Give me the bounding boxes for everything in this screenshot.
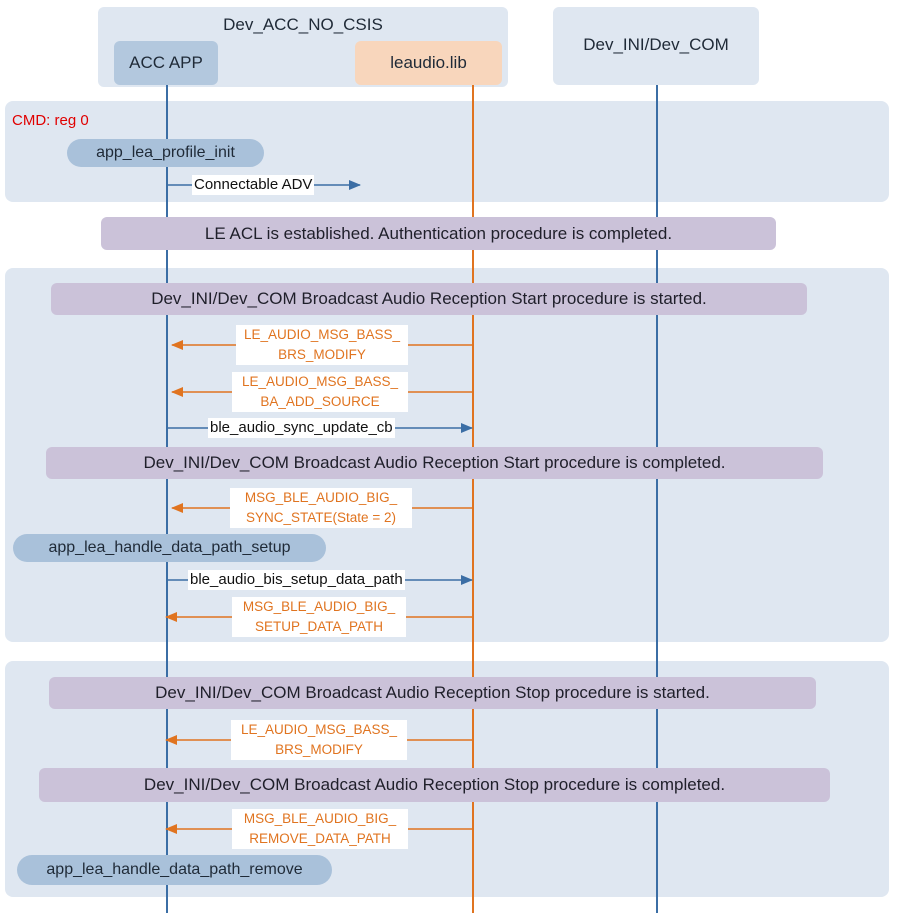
msg-sync-state: MSG_BLE_AUDIO_BIG_ SYNC_STATE(State = 2) [230, 488, 412, 528]
msg-brs-modify-2: LE_AUDIO_MSG_BASS_ BRS_MODIFY [231, 720, 407, 760]
actor-remote-box [553, 7, 759, 85]
device-group-title: Dev_ACC_NO_CSIS [223, 15, 383, 34]
msg-setup-path-line2: SETUP_DATA_PATH [254, 619, 384, 634]
actor-acc-app: ACC APP [114, 41, 218, 85]
msg-sync-update: ble_audio_sync_update_cb [208, 418, 395, 438]
reception-stop-complete-banner: Dev_INI/Dev_COM Broadcast Audio Receptio… [39, 768, 830, 802]
lifeline-leaudio-lib [472, 85, 474, 913]
reception-start-complete-banner: Dev_INI/Dev_COM Broadcast Audio Receptio… [46, 447, 823, 479]
profile-init-pill: app_lea_profile_init [67, 139, 264, 167]
msg-brs-modify-2-line2: BRS_MODIFY [275, 742, 363, 757]
msg-add-source: LE_AUDIO_MSG_BASS_ BA_ADD_SOURCE [232, 372, 408, 412]
cmd-label: CMD: reg 0 [12, 112, 89, 129]
lifeline-acc-app [166, 85, 168, 913]
reception-start-banner: Dev_INI/Dev_COM Broadcast Audio Receptio… [51, 283, 807, 315]
acl-established-banner: LE ACL is established. Authentication pr… [101, 217, 776, 250]
msg-remove-path: MSG_BLE_AUDIO_BIG_ REMOVE_DATA_PATH [232, 809, 408, 849]
data-path-remove-pill: app_lea_handle_data_path_remove [17, 855, 332, 885]
msg-sync-state-line2: SYNC_STATE(State = 2) [246, 510, 396, 525]
msg-brs-modify-1-line2: BRS_MODIFY [278, 347, 366, 362]
msg-brs-modify-1: LE_AUDIO_MSG_BASS_ BRS_MODIFY [236, 325, 408, 365]
msg-setup-path: MSG_BLE_AUDIO_BIG_ SETUP_DATA_PATH [232, 597, 406, 637]
msg-sync-state-line1: MSG_BLE_AUDIO_BIG_ [244, 490, 398, 505]
msg-remove-path-line1: MSG_BLE_AUDIO_BIG_ [243, 811, 397, 826]
msg-brs-modify-2-line1: LE_AUDIO_MSG_BASS_ [240, 722, 398, 737]
reception-stop-banner: Dev_INI/Dev_COM Broadcast Audio Receptio… [49, 677, 816, 709]
actor-remote: Dev_INI/Dev_COM [583, 35, 729, 54]
msg-bis-setup: ble_audio_bis_setup_data_path [188, 570, 405, 590]
msg-connectable-adv: Connectable ADV [192, 175, 315, 195]
msg-remove-path-line2: REMOVE_DATA_PATH [249, 831, 391, 846]
msg-setup-path-line1: MSG_BLE_AUDIO_BIG_ [242, 599, 396, 614]
msg-add-source-line1: LE_AUDIO_MSG_BASS_ [241, 374, 399, 389]
msg-add-source-line2: BA_ADD_SOURCE [260, 394, 380, 409]
lifeline-remote [656, 85, 658, 913]
msg-brs-modify-1-line1: LE_AUDIO_MSG_BASS_ [243, 327, 401, 342]
data-path-setup-pill: app_lea_handle_data_path_setup [13, 534, 326, 562]
actor-leaudio-lib: leaudio.lib [355, 41, 502, 85]
